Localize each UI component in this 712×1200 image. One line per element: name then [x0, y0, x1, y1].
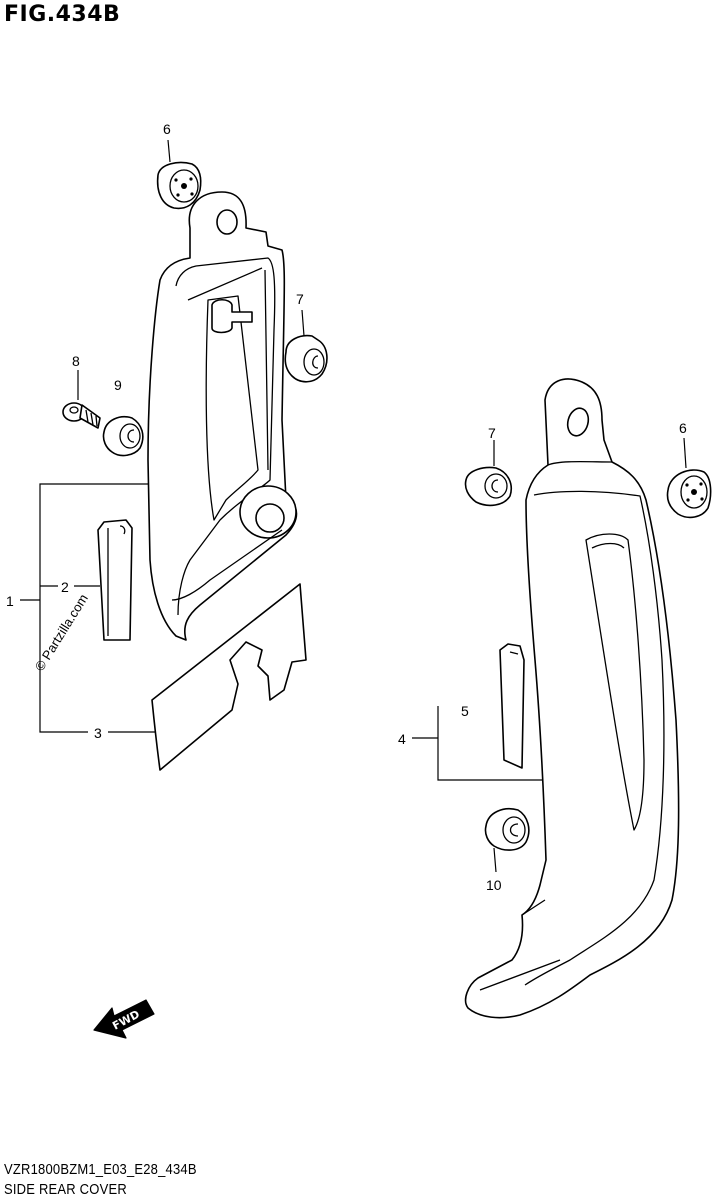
- right-cover-window: [585, 533, 645, 831]
- screw-8: [62, 402, 101, 429]
- left-cover-pin: [211, 298, 253, 334]
- left-side-cover: [147, 191, 298, 641]
- left-cover-outline: [147, 191, 298, 641]
- figure-title: FIG.434B: [4, 2, 121, 27]
- callout-6-right: 6: [679, 420, 687, 436]
- fwd-arrow: FWD: [93, 999, 155, 1039]
- pad-5: [499, 643, 525, 769]
- grommet-7-left: [284, 334, 328, 383]
- left-cover-tab-hole: [216, 209, 238, 235]
- grommet-6-right: [666, 469, 712, 519]
- left-cover-window: [205, 295, 259, 521]
- grommet-9: [102, 416, 144, 457]
- leader-lines: [20, 139, 687, 873]
- right-cover-window-lip: [591, 542, 625, 549]
- callout-8: 8: [72, 353, 80, 369]
- callout-1: 1: [6, 593, 14, 609]
- callout-9: 9: [114, 377, 122, 393]
- callout-5: 5: [461, 703, 469, 719]
- callout-7-right: 7: [488, 425, 496, 441]
- figure-code: VZR1800BZM1_E03_E28_434B: [4, 1160, 197, 1178]
- callout-2: 2: [61, 579, 69, 595]
- callout-10: 10: [486, 877, 502, 893]
- left-cover-rim: [187, 267, 269, 471]
- callout-6-left: 6: [163, 121, 171, 137]
- grommet-10: [484, 808, 530, 851]
- callout-7-left: 7: [296, 291, 304, 307]
- grommet-6-left: [156, 161, 202, 210]
- left-cover-lower-rib: [171, 529, 283, 601]
- right-cover-inner-edge: [524, 490, 665, 986]
- callout-3: 3: [94, 725, 102, 741]
- right-cover-top-edge: [547, 460, 613, 466]
- callout-4: 4: [398, 731, 406, 747]
- pad-2: [97, 519, 133, 641]
- sheet-3: [151, 583, 307, 771]
- left-cover-boss-hole: [255, 503, 285, 533]
- watermark: © Partzilla.com: [32, 591, 91, 673]
- right-cover-bottom-detail: [479, 899, 561, 991]
- left-cover-inner-edge: [175, 257, 276, 616]
- right-cover-outline: [464, 378, 680, 1019]
- grommet-7-right: [464, 466, 512, 507]
- right-side-cover: [464, 378, 680, 1019]
- figure-name: SIDE REAR COVER: [4, 1180, 127, 1198]
- right-cover-tab-hole: [566, 407, 590, 437]
